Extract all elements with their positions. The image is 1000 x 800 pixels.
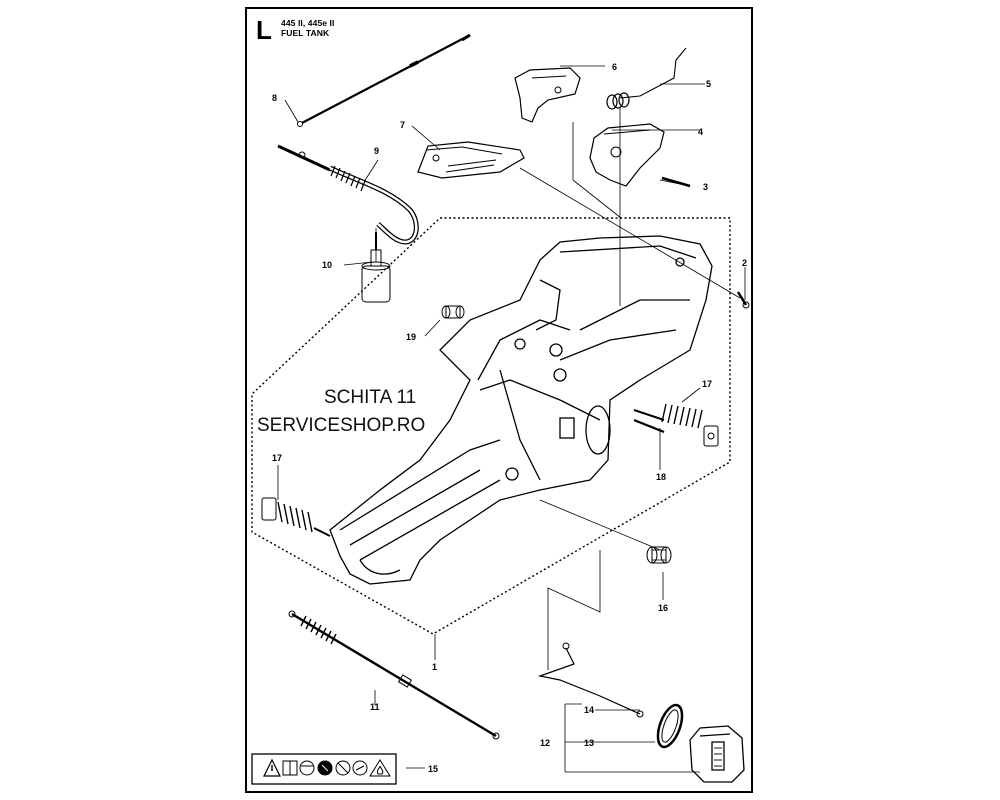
callout-2: 2 <box>742 258 747 268</box>
callout-17: 17 <box>272 453 282 463</box>
callout-1: 1 <box>432 662 437 672</box>
part-6-handle-cover <box>514 67 581 123</box>
no-smoking-icon <box>335 760 351 776</box>
callout-17: 17 <box>702 379 712 389</box>
callout-19: 19 <box>406 332 416 342</box>
gloves-icon <box>317 760 333 776</box>
part-19-bushing <box>441 305 465 319</box>
part-13-seal <box>656 703 684 749</box>
part-5-spring <box>606 47 687 110</box>
part-1-fuel-tank <box>329 235 713 585</box>
callout-3: 3 <box>703 182 708 192</box>
callout-10: 10 <box>322 260 332 270</box>
assembly-boundary <box>251 217 731 635</box>
part-9-fuel-hose <box>277 144 419 245</box>
callout-4: 4 <box>698 127 703 137</box>
callout-11: 11 <box>370 702 380 712</box>
callout-9: 9 <box>374 146 379 156</box>
fire-hazard-icon <box>369 759 391 777</box>
callout-16: 16 <box>658 603 668 613</box>
title-line: FUEL TANK <box>281 28 330 38</box>
part-4-throttle-trigger <box>589 123 665 187</box>
part-18-pin <box>633 418 665 434</box>
warning-triangle-icon <box>263 758 281 777</box>
callout-12: 12 <box>540 738 550 748</box>
part-8-rod <box>297 33 471 127</box>
callout-14: 14 <box>584 705 594 715</box>
callout-15: 15 <box>428 764 438 774</box>
ear-eye-protection-icon <box>299 760 315 776</box>
part-17-av-spring-right <box>633 403 719 447</box>
part-10-fuel-filter <box>361 232 391 303</box>
part-16-plug <box>646 546 672 564</box>
callout-7: 7 <box>400 120 405 130</box>
callout-13: 13 <box>584 738 594 748</box>
section-letter: L <box>256 15 272 45</box>
part-17-av-spring-left <box>261 497 331 537</box>
part-7-throttle-lockout <box>417 141 525 179</box>
callout-6: 6 <box>612 62 617 72</box>
part-2-screw <box>736 291 750 309</box>
part-15-warning-decal <box>251 753 397 785</box>
manual-book-icon <box>282 760 298 776</box>
watermark-line-1: SCHITA 11 <box>324 387 416 408</box>
part-12-fuel-cap <box>689 725 745 783</box>
part-14-strap <box>537 642 644 718</box>
leader-lines <box>277 65 746 773</box>
callout-18: 18 <box>656 472 666 482</box>
callout-5: 5 <box>706 79 711 89</box>
watermark-line-2: SERVICESHOP.RO <box>257 415 425 436</box>
part-11-rod <box>288 610 500 740</box>
parts-sheet: L 445 II, 445e II FUEL TANK <box>245 7 753 793</box>
part-3-pin <box>661 176 691 188</box>
callout-8: 8 <box>272 93 277 103</box>
model-line: 445 II, 445e II <box>281 18 335 28</box>
